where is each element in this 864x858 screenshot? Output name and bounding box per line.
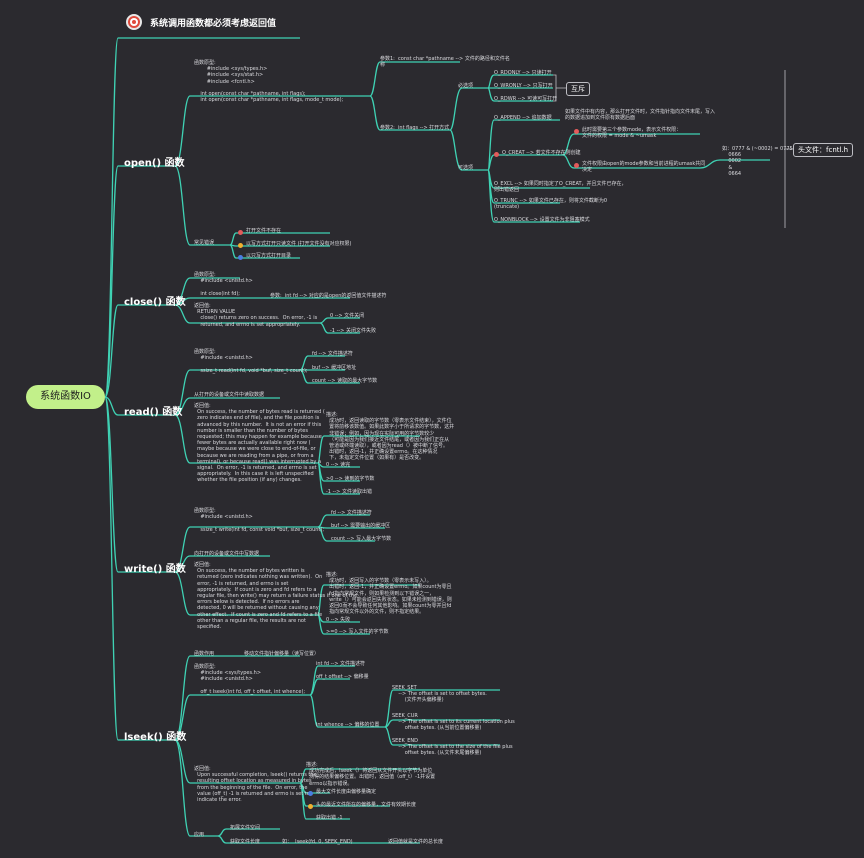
lseek-r2: 头的最近文件所在的偏移量，文件有效期长度 (316, 802, 417, 808)
read-r3: -1 --> 文件读取出错 (326, 489, 372, 495)
lseek-proto: 函数原型: #include <sys/types.h> #include <u… (194, 664, 306, 695)
write-p3: count --> 写入最大字节数 (331, 536, 392, 542)
open-param1: 参数1: const char *pathname --> 文件的路径和文件名 … (380, 56, 510, 69)
edge-root-write (104, 396, 175, 573)
branch-read[interactable]: read() 函数 (124, 407, 183, 418)
close-param: 参数: int fd --> 对应的是open的返回值文件描述符 (270, 293, 387, 299)
lseek-r1: 最大文件长度由偏移量确定 (316, 789, 377, 795)
info-icon (308, 791, 313, 796)
bullet-icon (574, 129, 579, 134)
lseek-use: 应用 (194, 832, 205, 838)
close-ok: 0 --> 文件关闭 (330, 313, 365, 319)
flag-trunc: O_TRUNC --> 如果文件已存在，则将文件截断为0 (truncate) (494, 198, 608, 211)
branch-lseek[interactable]: lseek() 函数 (124, 732, 187, 743)
write-desc: 向打开的设备或文件中写数据 (194, 551, 260, 557)
bullet-icon (494, 152, 499, 157)
edge-root-top (104, 37, 119, 398)
read-retdesc: 返回值: On success, the number of bytes rea… (194, 403, 325, 484)
open-err1: 打开文件不存在 (246, 228, 282, 234)
flag-rdonly: O_RDONLY --> 只读打开 (494, 70, 552, 76)
target-icon (126, 14, 142, 30)
write-r2: >=0 --> 写入文件的字节数 (326, 629, 389, 635)
lseek-use1: 拓展文件空间 (230, 825, 261, 831)
warning-icon (238, 243, 243, 248)
branch-close[interactable]: close() 函数 (124, 297, 186, 308)
read-r1: 0 --> 读完 (326, 462, 351, 468)
lseek-role-value: 移动文件指针偏移量（读写位置） (244, 651, 320, 657)
close-proto: 函数原型: #include <unistd.h> int close(int … (194, 272, 253, 297)
flag-rdwr: O_RDWR --> 可读可写打开 (494, 96, 558, 102)
flag-wronly: O_WRONLY --> 只写打开 (494, 83, 553, 89)
lseek-note: 描述: 成功完成后，lseek（）将返回从文件开头以字节为单位 测得的结果偏移位… (306, 762, 436, 787)
edge-root-open (104, 165, 175, 398)
write-note: 描述: 成功时，返回写入的字节数（零表示未写入）。 出错时，返回-1，并正确设置… (326, 572, 452, 616)
open-header: 函数原型: #include <sys/types.h> #include <s… (194, 60, 344, 104)
open-required: 必选项 (458, 83, 474, 89)
lseek-p3: int whence --> 偏移的位置 (316, 722, 380, 728)
read-p2: buf --> 缓冲区地址 (312, 365, 357, 371)
open-err3: 以只写方式打开目录 (246, 253, 292, 259)
lseek-use2-example: 如： lseek(fd, 0, SEEK_END) (282, 839, 353, 845)
append-note: 如果文件中有内容，那么打开文件时，文件指针指向文件末尾，写入 的数据追加到文件原… (565, 109, 716, 122)
read-proto: 函数原型: #include <unistd.h> ssize_t read(i… (194, 349, 308, 374)
lseek-r3: 获取出错 -1 (316, 815, 343, 821)
flags-header-box[interactable]: 头文件：fcntl.h (793, 143, 854, 157)
write-retdesc: 返回值: On success, the number of bytes wri… (194, 562, 358, 631)
read-p1: fd --> 文件描述符 (312, 351, 353, 357)
lseek-p1: int fd --> 文件描述符 (316, 661, 366, 667)
flag-excl: O_EXCL --> 如果同时指定了O_CREAT，并且文件已存在， 则出错返回 (494, 181, 627, 194)
write-p2: buf --> 需要输出的缓冲区 (331, 523, 391, 529)
perm-values: 如：0777 & (~0002) = 0775 0666 0002 & 0664 (722, 146, 793, 177)
info-icon (238, 255, 243, 260)
open-optional: 可选项 (458, 165, 474, 171)
lseek-retdesc: 返回值: Upon successful completion, lseek()… (194, 766, 317, 804)
read-note: 描述: 成功时，返回读取的字节数（零表示文件结束），文件位 置将前移该数值。如果… (326, 412, 455, 462)
flag-nonblock: O_NONBLOCK --> 设置文件为非阻塞模式 (494, 217, 590, 223)
seek-cur: SEEK_CUR --> The offset is set to its cu… (392, 713, 515, 732)
seek-end: SEEK_END --> The offset is set to the si… (392, 738, 513, 757)
edge-root-close (104, 304, 175, 398)
read-desc: 从打开的设备或文件中读取数据 (194, 392, 265, 398)
seek-set: SEEK_SET --> The offset is set to offset… (392, 685, 487, 704)
creat-note2: 文件权限由open的mode参数和当前进程的umask共同 决定 (582, 161, 706, 174)
edge-root-read (104, 396, 175, 416)
page-title: 系统调用函数都必须考虑返回值 (150, 19, 277, 29)
error-icon (238, 230, 243, 235)
write-proto: 函数原型: #include <unistd.h> ssize_t write(… (194, 508, 325, 533)
warning-icon (308, 804, 313, 809)
creat-note1: 此时需要第三个参数mode，表示文件权限： 文件的权限 = mode & ~um… (582, 127, 682, 140)
open-errors: 常见错误 (194, 240, 215, 246)
mutex-bracket (553, 74, 566, 102)
read-p3: count --> 读取的最大字节数 (312, 378, 378, 384)
write-r1: 0 --> 失败 (326, 617, 351, 623)
branch-open[interactable]: open() 函数 (124, 158, 185, 169)
lseek-use2: 获取文件长度 (230, 839, 261, 845)
write-p1: fd --> 文件描述符 (331, 510, 372, 516)
root-node[interactable]: 系统函数IO (26, 385, 105, 409)
read-r2: >0 --> 读到的字节数 (326, 476, 375, 482)
flags-bracket (784, 70, 793, 228)
edge-root-lseek (104, 396, 175, 741)
flag-creat: O_CREAT --> 若文件不存在则创建 (502, 150, 581, 156)
lseek-p2: off_t offset --> 偏移量 (316, 674, 369, 680)
open-param2: 参数2: int flags --> 打开方式 (380, 125, 450, 131)
flag-append: O_APPEND --> 追加数据 (494, 115, 552, 121)
lseek-use2-note: 返回值就是文件的总长度 (388, 839, 444, 845)
bullet-icon (574, 163, 579, 168)
mutex-box[interactable]: 互斥 (566, 82, 590, 96)
close-err: -1 --> 关闭文件失败 (330, 328, 376, 334)
close-retdesc: 返回值: RETURN VALUE close() returns zero o… (194, 303, 318, 328)
branch-write[interactable]: write() 函数 (124, 564, 186, 575)
open-err2: 以写方式打开只读文件 (打开文件没有对应权限) (246, 241, 352, 247)
lseek-role: 函数作用 (194, 651, 215, 657)
